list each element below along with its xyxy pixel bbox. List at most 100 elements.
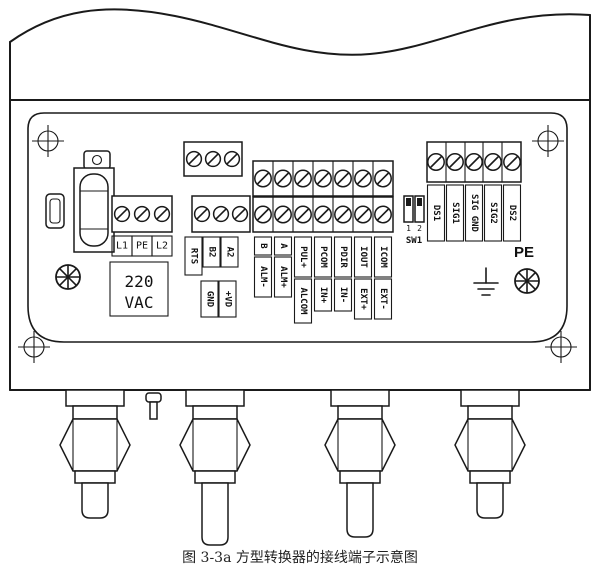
- dip-position-1: 1: [406, 224, 411, 233]
- voltage-line-1: 220: [125, 272, 154, 291]
- label-PCOM: PCOM: [318, 246, 328, 268]
- label-box-A: [273, 236, 293, 256]
- label-DS1: DS1: [431, 205, 441, 221]
- label-box-L2: [151, 235, 173, 257]
- gland-bolt-shaft: [149, 401, 158, 420]
- dip-switch-1: [403, 195, 414, 223]
- fuse-clip-pin: [91, 154, 103, 166]
- label-PUL: PUL+: [298, 246, 308, 268]
- cable-4: [476, 482, 504, 519]
- label-box-ALM-plus: [273, 256, 293, 298]
- label-IN-minus: IN-: [338, 287, 348, 303]
- label-A2: A2: [225, 247, 235, 258]
- comm-terminal-block-upper: [183, 141, 243, 177]
- label-box-SIG2: [483, 184, 503, 242]
- label-A: A: [278, 243, 288, 249]
- cable-2: [201, 482, 229, 546]
- terminal-screw: [193, 205, 211, 223]
- pe-label: PE: [514, 244, 534, 261]
- cable-gland-1: [59, 389, 131, 484]
- comm-terminal-block-lower: [191, 195, 251, 233]
- mounting-screw-right: [514, 268, 540, 294]
- crosshair-bottom-left: [17, 330, 51, 364]
- label-PE: PE: [136, 241, 148, 252]
- terminal-screw: [212, 205, 230, 223]
- io-terminal-block: [252, 160, 394, 233]
- terminal-screw: [353, 205, 373, 224]
- terminal-screw: [204, 150, 222, 168]
- label-box-VD: [218, 280, 237, 318]
- label-SIG1: SIG1: [450, 202, 460, 224]
- terminal-screw: [333, 205, 353, 224]
- dip-switch-2-lever: [417, 198, 422, 206]
- cable-1: [81, 482, 109, 519]
- label-VD: +VD: [223, 291, 233, 308]
- voltage-box: [109, 261, 169, 317]
- gland-bolt-head: [145, 392, 162, 403]
- label-EXT-minus: EXT-: [378, 288, 388, 310]
- label-EXT-plus: EXT+: [358, 288, 368, 310]
- label-box-SIGGND: [464, 184, 484, 242]
- label-DS2: DS2: [507, 205, 517, 221]
- label-ALM-minus: ALM-: [258, 266, 268, 288]
- label-ALM-plus: ALM+: [278, 266, 288, 288]
- terminal-screw: [373, 205, 393, 224]
- crosshair-bottom-right: [544, 330, 578, 364]
- aux-power-labels: GND +VD: [200, 280, 237, 318]
- label-box-PDIR: [333, 236, 353, 278]
- label-L1: L1: [116, 241, 128, 252]
- terminal-panel: [27, 112, 568, 343]
- label-box-IN-plus: [313, 278, 333, 312]
- terminal-screw: [273, 169, 293, 188]
- label-box-ICOM: [373, 236, 393, 278]
- label-box-SIG1: [445, 184, 465, 242]
- fuse-holder: [45, 150, 115, 253]
- terminal-screw-PE: [133, 205, 151, 223]
- label-SIGGND: SIG GND: [469, 194, 479, 233]
- label-IOUT: IOUT: [358, 246, 368, 268]
- terminal-screw: [313, 169, 333, 188]
- label-box-EXT-plus: [353, 278, 373, 320]
- label-PDIR: PDIR: [338, 246, 348, 268]
- fuse-cartridge: [79, 173, 109, 247]
- sensor-terminal-block: DS1 SIG1 SIG GND SIG2 DS2: [426, 141, 522, 242]
- terminal-screw: [293, 169, 313, 188]
- label-box-IN-minus: [333, 278, 353, 312]
- terminal-screw: [313, 205, 333, 224]
- mounting-screw-left: [55, 264, 81, 290]
- label-L2: L2: [156, 241, 168, 252]
- terminal-screw: [333, 169, 353, 188]
- fuse-clip-top: [83, 150, 111, 170]
- cable-gland-4: [454, 389, 526, 484]
- terminal-screw-L2: [153, 205, 171, 223]
- label-box-B: [253, 236, 273, 256]
- label-box-PCOM: [313, 236, 333, 278]
- terminal-screw: [254, 205, 273, 224]
- io-labels-bottom: ALM- ALM+ ALCOM IN+ IN- EXT+ EXT-: [253, 256, 393, 324]
- terminal-screw: [464, 153, 484, 171]
- dip-switch-2: [414, 195, 425, 223]
- label-SIG2: SIG2: [488, 202, 498, 224]
- label-B2: B2: [207, 247, 217, 258]
- terminal-screw: [254, 169, 273, 188]
- terminal-screw: [445, 153, 465, 171]
- dip-switch-label: SW1: [406, 236, 422, 246]
- terminal-screw: [273, 205, 293, 224]
- label-GND: GND: [205, 291, 215, 308]
- figure-caption: 图 3-3a 方型转换器的接线端子示意图: [182, 549, 418, 566]
- label-box-PUL: [293, 236, 313, 278]
- comm-labels: RTS B2 A2: [184, 236, 239, 276]
- protective-earth: PE: [473, 244, 534, 296]
- label-box-ALM-minus: [253, 256, 273, 298]
- label-box-B2: [202, 236, 221, 268]
- label-box-EXT-minus: [373, 278, 393, 320]
- label-B: B: [258, 243, 268, 249]
- label-box-DS2: [502, 184, 522, 242]
- terminal-screw: [353, 169, 373, 188]
- label-ALCOM: ALCOM: [298, 287, 308, 315]
- terminal-screw: [426, 153, 446, 171]
- terminal-screw: [231, 205, 249, 223]
- label-box-RTS: [184, 236, 203, 276]
